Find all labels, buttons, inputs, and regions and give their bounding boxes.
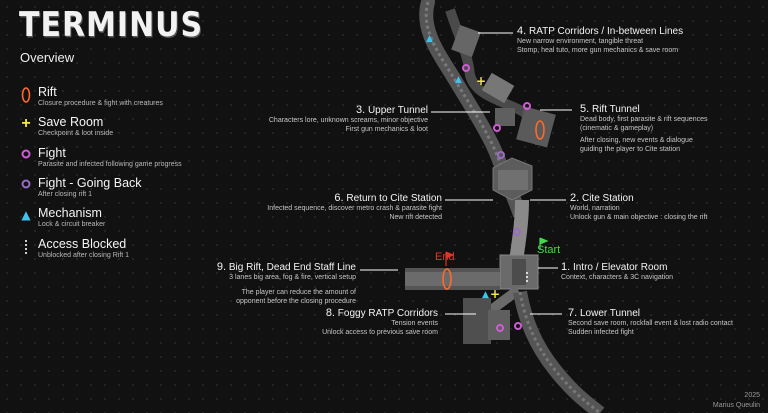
location-2: 2. Cite Station World, narration Unlock … (570, 192, 708, 221)
save-room-icon: + (21, 115, 31, 132)
legend-desc: Lock & circuit breaker (38, 221, 106, 228)
fight-going-back-icon (18, 178, 34, 193)
mechanism-icon: ▲ (21, 208, 31, 222)
legend-label: Rift (38, 85, 57, 99)
location-8: 8. Foggy RATP Corridors Tension events U… (322, 307, 438, 336)
legend-desc: Unblocked after closing Rift 1 (38, 252, 130, 259)
legend-label: Access Blocked (38, 237, 127, 251)
legend-label: Save Room (38, 115, 104, 129)
svg-text:+: + (490, 287, 500, 301)
page-subtitle: Overview (20, 50, 75, 65)
fight-icon (18, 148, 34, 163)
location-3: 3. Upper Tunnel Characters lore, unknown… (268, 104, 428, 133)
legend-label: Fight (38, 146, 66, 160)
credit: 2025 Marius Queulin (712, 392, 760, 409)
legend-desc: After closing rift 1 (38, 191, 93, 198)
location-4: 4. RATP Corridors / In-between Lines New… (517, 25, 684, 54)
svg-text:+: + (476, 74, 486, 88)
game-title: TERMINUS (19, 6, 204, 46)
legend-desc: Checkpoint & loot inside (38, 130, 114, 137)
rift-icon (18, 87, 34, 106)
location-1: 1. Intro / Elevator Room Context, charac… (561, 261, 674, 281)
svg-text:▲: ▲ (426, 34, 433, 44)
foggy-corridors (463, 298, 491, 344)
location-5: 5. Rift Tunnel Dead body, first parasite… (580, 103, 708, 153)
location-7: 7. Lower Tunnel Second save room, rockfa… (568, 307, 733, 336)
access-blocked-icon (18, 239, 34, 258)
svg-text:▲: ▲ (482, 290, 489, 300)
legend-desc: Closure procedure & fight with creatures (38, 100, 163, 107)
map-icons: ▲ ▲ + ▲ + (426, 34, 549, 332)
legend-desc: Parasite and infected following game pro… (38, 161, 182, 168)
end-marker: End (435, 251, 455, 263)
location-9: 9. Big Rift, Dead End Staff Line 3 lanes… (216, 261, 356, 305)
location-6: 6. Return to Cite Station Infected seque… (267, 192, 442, 221)
legend-label: Mechanism (38, 206, 102, 220)
legend-label: Fight - Going Back (38, 176, 142, 190)
start-marker: Start (537, 244, 561, 256)
svg-text:▲: ▲ (455, 75, 462, 85)
